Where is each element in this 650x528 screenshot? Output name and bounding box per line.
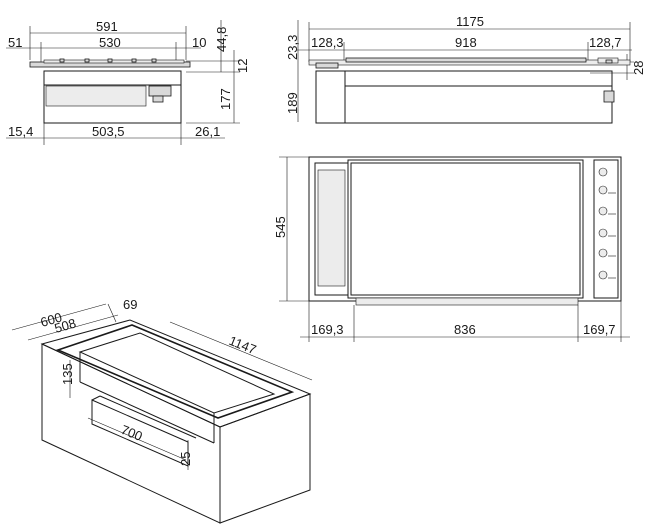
knob-4-icon bbox=[598, 228, 608, 238]
side-bottom-left: 15,4 bbox=[8, 124, 33, 139]
side-bottom-right: 26,1 bbox=[195, 124, 220, 139]
side-top-thickness: 12 bbox=[235, 59, 250, 73]
side-top-height: 44,8 bbox=[214, 27, 229, 52]
cutout-view: 600 508 69 1147 135 700 25 bbox=[11, 297, 313, 524]
top-left-margin: 169,3 bbox=[311, 322, 344, 337]
cutout-height: 135 bbox=[60, 363, 75, 385]
cutout-depth-outer: 600 bbox=[39, 309, 64, 329]
side-right-gap: 10 bbox=[192, 35, 206, 50]
front-view: 1175 128,3 918 128,7 23,3 189 28 bbox=[285, 14, 646, 124]
side-left-overhang: 51 bbox=[8, 35, 22, 50]
side-view: 591 51 530 10 44,8 12 177 bbox=[6, 19, 250, 145]
cutout-drawer-height: 25 bbox=[178, 452, 193, 466]
front-center-section: 918 bbox=[455, 35, 477, 50]
side-body-height: 177 bbox=[218, 88, 233, 110]
front-overall-width: 1175 bbox=[456, 14, 484, 29]
knob-3-icon bbox=[598, 206, 608, 216]
front-right-height: 28 bbox=[631, 61, 646, 75]
front-left-section: 128,3 bbox=[311, 35, 344, 50]
side-bottom-width: 503,5 bbox=[92, 124, 125, 139]
knob-2-icon bbox=[598, 185, 608, 195]
side-overall-width: 591 bbox=[96, 19, 118, 34]
cutout-edge: 69 bbox=[123, 297, 137, 312]
top-depth: 545 bbox=[273, 216, 288, 238]
knob-6-icon bbox=[598, 270, 608, 280]
top-view: 545 169,3 836 169,7 bbox=[273, 156, 630, 342]
cutout-length: 1147 bbox=[227, 333, 259, 357]
control-knobs bbox=[598, 167, 616, 280]
knob-1-icon bbox=[598, 167, 608, 177]
front-top-height: 23,3 bbox=[285, 35, 300, 60]
side-top-width: 530 bbox=[99, 35, 121, 50]
burner-markers bbox=[59, 58, 157, 63]
front-body-height: 189 bbox=[285, 92, 300, 114]
cutout-depth-inner: 508 bbox=[53, 315, 78, 335]
knob-5-icon bbox=[598, 248, 608, 258]
top-right-margin: 169,7 bbox=[583, 322, 616, 337]
front-right-section: 128,7 bbox=[589, 35, 622, 50]
top-center-width: 836 bbox=[454, 322, 476, 337]
